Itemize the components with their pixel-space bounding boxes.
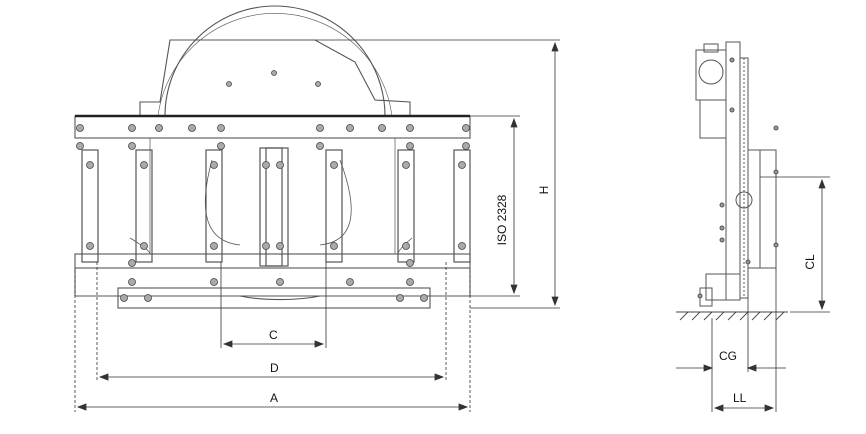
fork-bars <box>81 147 471 267</box>
dim-label-h: H <box>537 186 551 195</box>
dim-label-a: A <box>270 391 278 405</box>
front-view-bolts <box>76 70 470 302</box>
rotator-disk <box>164 5 386 117</box>
front-view-dimensions <box>74 39 560 412</box>
dim-label-c: C <box>269 328 278 342</box>
dim-label-d: D <box>270 361 279 375</box>
top-mount-plate <box>139 39 411 116</box>
side-view <box>695 41 779 307</box>
carriage-bottom-plate <box>117 287 431 309</box>
dim-label-iso: ISO 2328 <box>495 194 509 245</box>
dim-label-cl: CL <box>803 254 817 270</box>
ground-line <box>676 311 788 321</box>
motor-housing <box>695 49 727 101</box>
dim-label-cg: CG <box>719 349 737 363</box>
side-main-plate <box>725 41 741 301</box>
side-view-dimensions <box>676 176 830 412</box>
side-carriage <box>747 149 777 269</box>
dim-label-ll: LL <box>733 391 747 405</box>
front-view <box>74 5 471 309</box>
